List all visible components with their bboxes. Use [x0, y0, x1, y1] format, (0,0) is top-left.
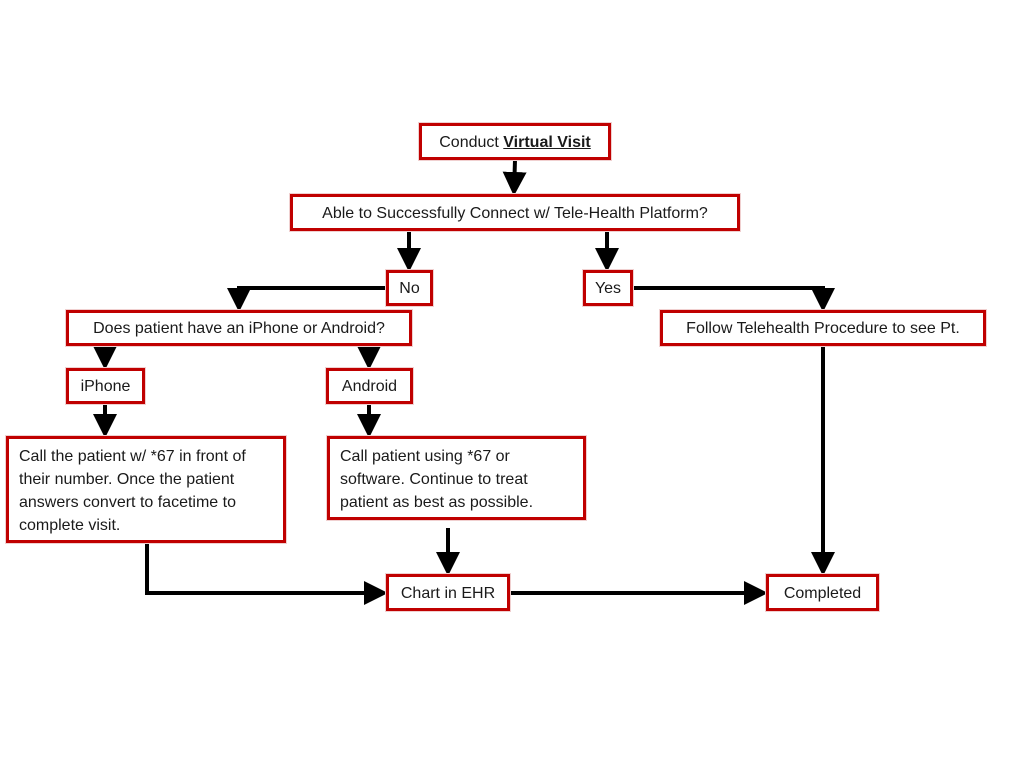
- android-action-node: Call patient using *67 or software. Cont…: [327, 436, 586, 520]
- iphone-action-node: Call the patient w/ *67 in front of thei…: [6, 436, 286, 543]
- connector-no-to-device: [227, 286, 386, 312]
- start-node: Conduct Virtual Visit: [419, 123, 611, 160]
- completed-label: Completed: [783, 585, 862, 602]
- iphone-node: iPhone: [66, 368, 145, 404]
- no-label: No: [399, 280, 420, 297]
- connector-yes-to-procedure: [633, 286, 835, 312]
- yes-label: Yes: [594, 280, 622, 297]
- completed-node: Completed: [766, 574, 879, 611]
- start-label-prefix: Conduct: [439, 134, 499, 151]
- yes-node: Yes: [583, 270, 633, 306]
- connect-question-node: Able to Successfully Connect w/ Tele-Hea…: [290, 194, 740, 231]
- android-action-label: Call patient using *67 or software. Cont…: [340, 448, 534, 511]
- android-label: Android: [341, 378, 398, 395]
- chart-node: Chart in EHR: [386, 574, 510, 611]
- iphone-action-label: Call the patient w/ *67 in front of thei…: [19, 448, 246, 534]
- connector-start-to-connect: [502, 159, 527, 196]
- android-node: Android: [326, 368, 413, 404]
- telehealth-procedure-label: Follow Telehealth Procedure to see Pt.: [686, 320, 960, 337]
- telehealth-procedure-node: Follow Telehealth Procedure to see Pt.: [660, 310, 986, 346]
- start-label-emphasis: Virtual Visit: [503, 134, 591, 151]
- no-node: No: [386, 270, 433, 306]
- iphone-label: iPhone: [80, 378, 131, 395]
- chart-label: Chart in EHR: [400, 585, 496, 602]
- connector-iphone-action-to-chart: [145, 542, 388, 605]
- device-question-node: Does patient have an iPhone or Android?: [66, 310, 412, 346]
- device-question-label: Does patient have an iPhone or Android?: [93, 320, 385, 337]
- connect-question-label: Able to Successfully Connect w/ Tele-Hea…: [322, 205, 708, 222]
